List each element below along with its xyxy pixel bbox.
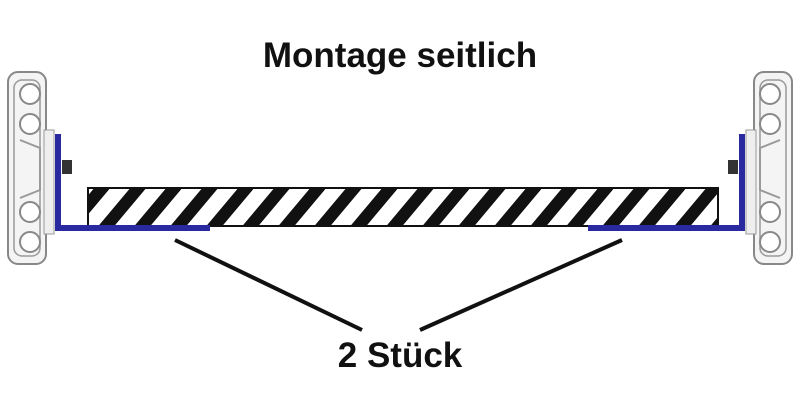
hatched-panel	[87, 187, 719, 227]
left-drawer-rail	[7, 71, 55, 265]
left-screw	[62, 160, 72, 174]
left-pointer-line	[174, 238, 363, 332]
right-screw	[728, 160, 738, 174]
right-drawer-rail	[745, 71, 793, 265]
quantity-caption: 2 Stück	[337, 336, 463, 375]
left-bracket	[55, 134, 210, 231]
right-bracket	[588, 134, 745, 231]
right-pointer-line	[419, 238, 623, 332]
diagram-title: Montage seitlich	[262, 36, 538, 75]
